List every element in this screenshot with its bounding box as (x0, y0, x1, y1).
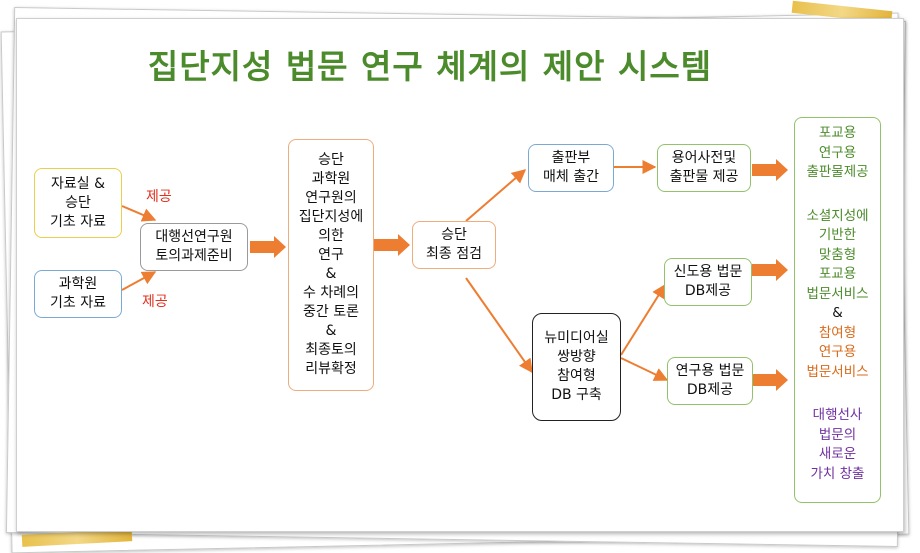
node-topic-preparation: 대행선연구원 토의과제준비 (140, 223, 248, 271)
node-missionary-dharma-db: 신도용 법문 DB제공 (664, 258, 752, 306)
arrow-institute-to-prep (121, 271, 157, 291)
node-new-media-db: 뉴미디어실 쌍방향 참여형 DB 구축 (532, 313, 621, 421)
node-publishing-dept: 출판부 매체 출간 (528, 144, 614, 192)
node-archive-basic-data: 자료실 & 승단 기초 자료 (34, 168, 122, 238)
diagram-title: 집단지성 법문 연구 체계의 제안 시스템 (147, 47, 713, 86)
outcome-group-publications: 포교용 연구용 출판물제공 (806, 125, 869, 180)
outcome-group-social-service: 소셜지성에 기반한 맞춤형 포교용 법문서비스 (806, 207, 869, 302)
node-institute-basic-data: 과학원 기초 자료 (34, 270, 122, 318)
arrow-archive-to-prep (121, 205, 157, 222)
arrow-researchdb-to-outcome (752, 369, 788, 391)
arrow-prep-to-research (250, 236, 286, 258)
outcome-and-symbol: & (832, 305, 843, 321)
arrow-review-to-newmedia (465, 277, 533, 374)
label-provide-bottom: 제공 (142, 294, 168, 310)
node-collective-research: 승단 과학원 연구원의 집단지성에 의한 연구 & 수 차례의 중간 토론 & … (288, 139, 374, 391)
label-provide-top: 제공 (146, 189, 172, 205)
arrow-newmedia-to-missionary (620, 283, 666, 356)
arrow-review-to-publishing (465, 169, 527, 222)
outcome-panel: 포교용 연구용 출판물제공 소셜지성에 기반한 맞춤형 포교용 법문서비스 & … (794, 117, 881, 503)
arrow-newmedia-to-research-db (620, 357, 669, 381)
arrow-glossary-to-outcome (752, 159, 788, 181)
arrow-research-to-review (374, 234, 410, 256)
arrow-missionary-to-outcome (752, 259, 788, 281)
node-final-review: 승단 최종 점검 (412, 221, 496, 269)
outcome-group-new-value: 대행선사 법문의 새로운 가치 창출 (810, 407, 865, 482)
node-research-dharma-db: 연구용 법문 DB제공 (667, 357, 753, 405)
outcome-group-participatory: 참여형 연구용 법문서비스 (806, 324, 869, 380)
node-glossary-publications: 용어사전및 출판물 제공 (657, 144, 751, 192)
